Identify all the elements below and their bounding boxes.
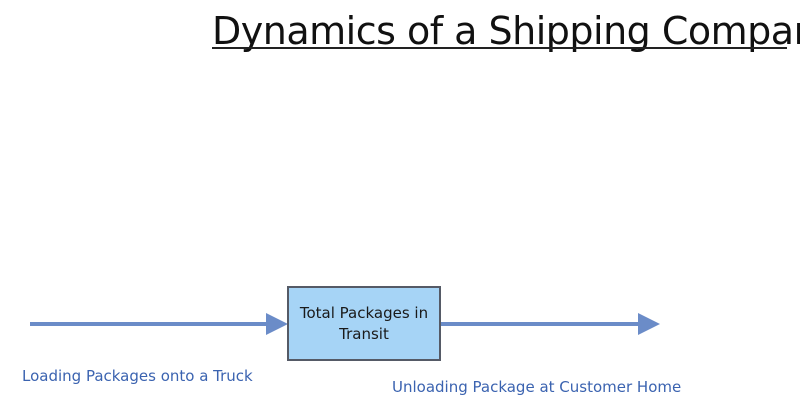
stock-label: Total Packages in Transit <box>299 303 429 343</box>
title-underline <box>212 47 787 49</box>
inflow-arrowhead <box>266 313 288 335</box>
outflow-label: Unloading Package at Customer Home <box>392 378 682 396</box>
diagram-title: Dynamics of a Shipping Company <box>212 9 800 53</box>
stock-box-total-packages[interactable]: Total Packages in Transit <box>287 286 441 361</box>
outflow-arrowhead <box>638 313 660 335</box>
inflow-label: Loading Packages onto a Truck <box>22 367 253 385</box>
